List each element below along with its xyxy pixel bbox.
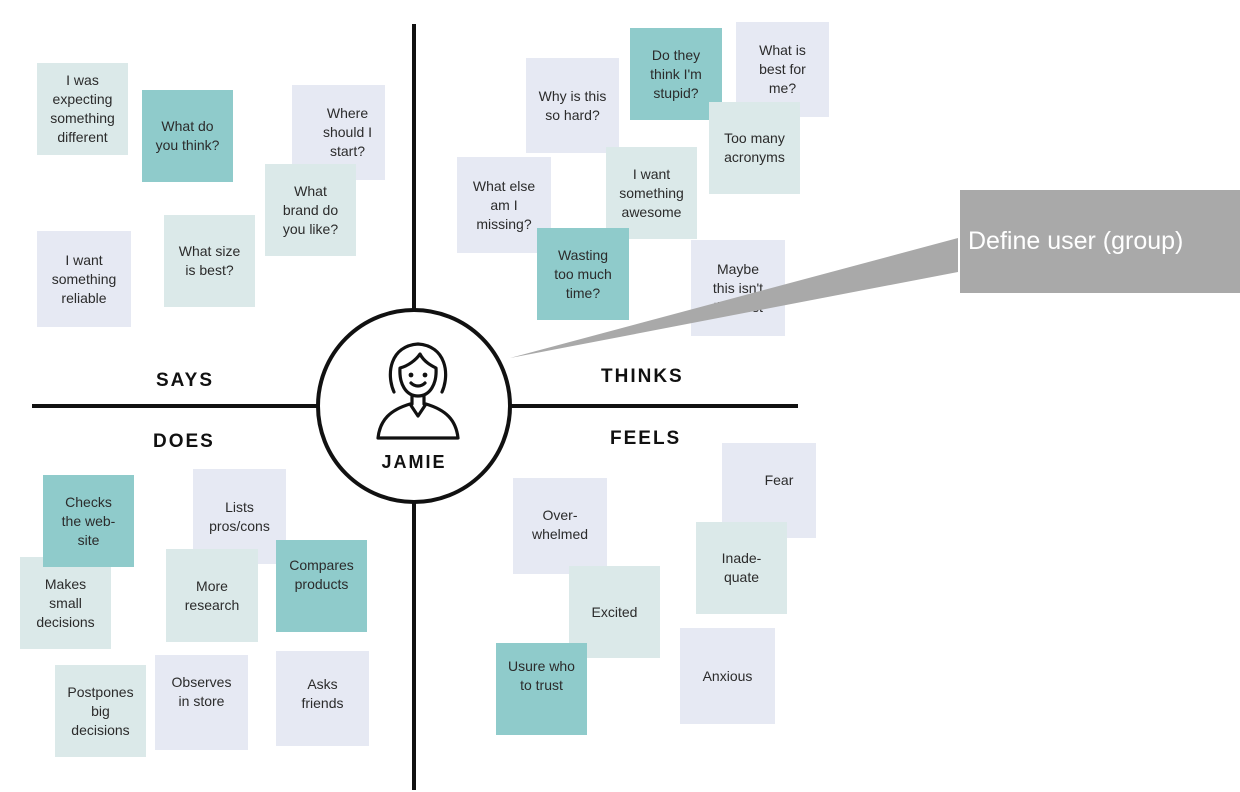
sticky-note: Do they think I'm stupid? bbox=[630, 28, 722, 120]
vertical-axis-top bbox=[412, 24, 416, 310]
feels-label: FEELS bbox=[610, 428, 682, 449]
persona-circle: JAMIE bbox=[316, 308, 512, 504]
does-label: DOES bbox=[153, 431, 215, 452]
sticky-note: Too many acronyms bbox=[709, 102, 800, 194]
vertical-axis-bottom bbox=[412, 502, 416, 790]
sticky-note: Over- whelmed bbox=[513, 478, 607, 574]
sticky-note: Excited bbox=[569, 566, 660, 658]
sticky-note: What do you think? bbox=[142, 90, 233, 182]
says-label: SAYS bbox=[156, 370, 214, 391]
sticky-note: Inade- quate bbox=[696, 522, 787, 614]
sticky-note: Makes small decisions bbox=[20, 557, 111, 649]
sticky-note: I was expecting something different bbox=[37, 63, 128, 155]
sticky-note: Usure who to trust bbox=[496, 643, 587, 735]
sticky-note: More research bbox=[166, 549, 258, 642]
sticky-note: Asks friends bbox=[276, 651, 369, 746]
sticky-note: Compares products bbox=[276, 540, 367, 632]
sticky-note: I want something awesome bbox=[606, 147, 697, 239]
horizontal-axis-left bbox=[32, 404, 318, 408]
callout-box: Define user (group) bbox=[960, 190, 1240, 293]
sticky-note: Observes in store bbox=[155, 655, 248, 750]
sticky-note: I want something reliable bbox=[37, 231, 131, 327]
callout-text: Define user (group) bbox=[968, 227, 1184, 255]
horizontal-axis-right bbox=[510, 404, 798, 408]
sticky-note: What brand do you like? bbox=[265, 164, 356, 256]
person-icon bbox=[376, 342, 460, 440]
sticky-note: Why is this so hard? bbox=[526, 58, 619, 153]
sticky-note: Maybe this isn't the best bbox=[691, 240, 785, 336]
sticky-note: What else am I missing? bbox=[457, 157, 551, 253]
persona-name: JAMIE bbox=[381, 452, 447, 472]
sticky-note: Checks the web- site bbox=[43, 475, 134, 567]
sticky-note: Postpones big decisions bbox=[55, 665, 146, 757]
sticky-note: Wasting too much time? bbox=[537, 228, 629, 320]
sticky-note: What is best for me? bbox=[736, 22, 829, 117]
sticky-note: Anxious bbox=[680, 628, 775, 724]
thinks-label: THINKS bbox=[601, 366, 684, 387]
sticky-note: Lists pros/cons bbox=[193, 469, 286, 564]
sticky-note: What size is best? bbox=[164, 215, 255, 307]
